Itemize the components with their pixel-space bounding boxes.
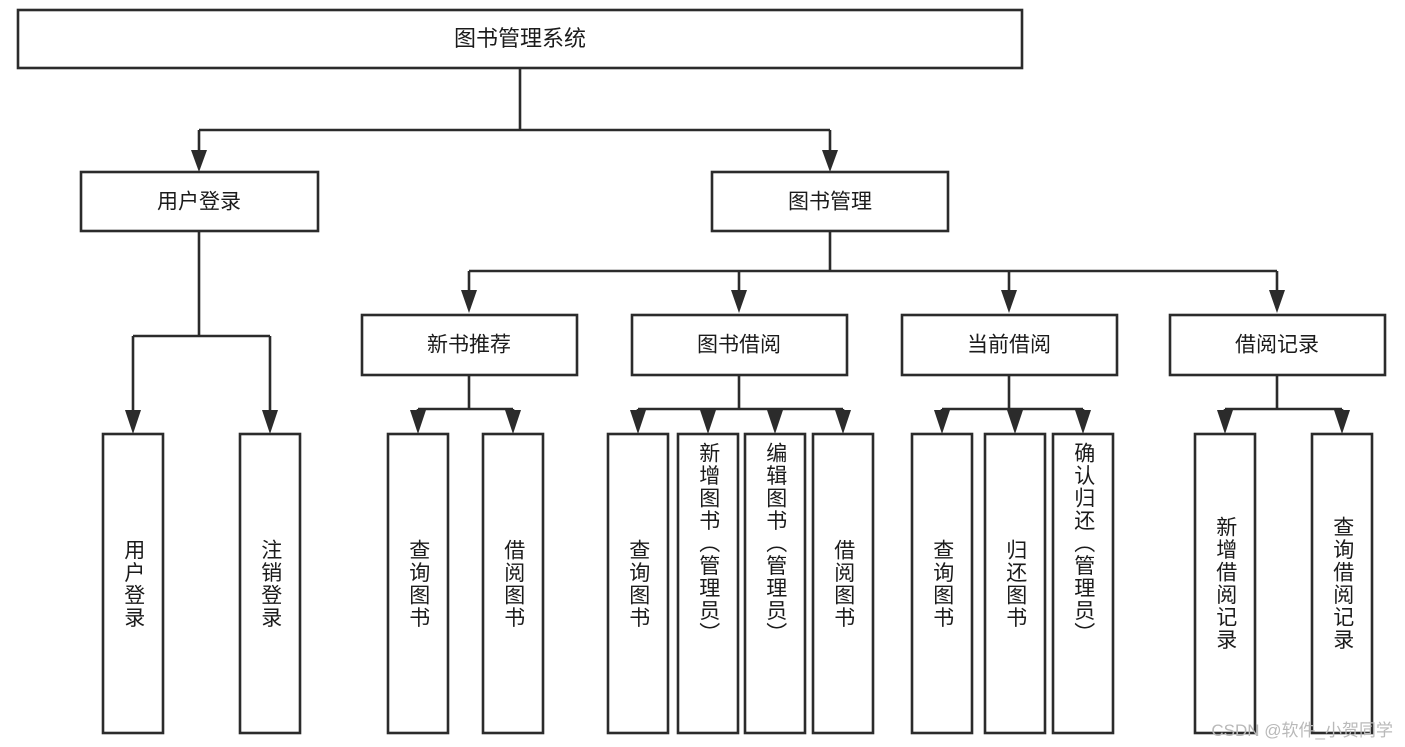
arrow-current-borrow-leaf1 (934, 410, 950, 434)
arrow-current-borrow-leaf2 (1007, 410, 1023, 434)
arrow-user-login-leaf1 (125, 410, 141, 434)
arrow-current-borrow-leaf3 (1075, 410, 1091, 434)
leaf-borrow-book-1[interactable] (676, 432, 740, 735)
node-book-borrow[interactable] (630, 313, 849, 377)
leaf-borrow-book-2[interactable] (743, 432, 807, 735)
watermark-text: CSDN @软件_小贺同学 (1211, 721, 1393, 740)
leaf-new-book-1[interactable] (481, 432, 545, 735)
leaf-new-book-0[interactable] (386, 432, 450, 735)
arrow-borrow-record-leaf2 (1334, 410, 1350, 434)
arrow-borrow-book-leaf4 (835, 410, 851, 434)
arrow-book-mgmt-c4 (1269, 290, 1285, 313)
node-new-book-recommend-label: 新书推荐 (427, 334, 511, 357)
node-new-book-recommend[interactable] (360, 313, 579, 377)
leaf-user-login-0[interactable] (101, 432, 165, 735)
node-layer: 图书管理系统 用户登录 图书管理 新书推荐 图书借阅 当前借阅 借阅记录 (16, 8, 1387, 735)
leaf-current-borrow-2[interactable] (1051, 432, 1115, 735)
node-current-borrow-label: 当前借阅 (967, 334, 1051, 357)
arrow-borrow-book-leaf2 (700, 410, 716, 434)
arrow-borrow-record-leaf1 (1217, 410, 1233, 434)
arrow-user-login-leaf2 (262, 410, 278, 434)
node-book-management-label: 图书管理 (788, 191, 872, 214)
node-current-borrow[interactable] (900, 313, 1119, 377)
node-borrow-record[interactable] (1168, 313, 1387, 377)
arrow-book-mgmt-c3 (1001, 290, 1017, 313)
leaf-borrow-record-1[interactable] (1310, 432, 1374, 735)
node-book-borrow-label: 图书借阅 (697, 334, 781, 357)
leaf-current-borrow-1[interactable] (983, 432, 1047, 735)
connector-layer (125, 68, 1350, 434)
node-root[interactable] (16, 8, 1024, 70)
arrow-root-to-user-login (191, 150, 207, 172)
arrow-borrow-book-leaf3 (767, 410, 783, 434)
leaf-borrow-book-0[interactable] (606, 432, 670, 735)
leaf-user-login-1[interactable] (238, 432, 302, 735)
arrow-new-book-leaf1 (410, 410, 426, 434)
leaf-current-borrow-0[interactable] (910, 432, 974, 735)
arrow-new-book-leaf2 (505, 410, 521, 434)
arrow-book-mgmt-c2 (731, 290, 747, 313)
arrow-borrow-book-leaf1 (630, 410, 646, 434)
node-user-login[interactable] (79, 170, 320, 233)
node-root-label: 图书管理系统 (454, 26, 586, 51)
node-book-management[interactable] (710, 170, 950, 233)
arrow-book-mgmt-c1 (461, 290, 477, 313)
node-user-login-label: 用户登录 (157, 191, 241, 214)
arrow-root-to-book-mgmt (822, 150, 838, 172)
node-borrow-record-label: 借阅记录 (1235, 334, 1319, 357)
leaf-borrow-book-3[interactable] (811, 432, 875, 735)
leaf-borrow-record-0[interactable] (1193, 432, 1257, 735)
